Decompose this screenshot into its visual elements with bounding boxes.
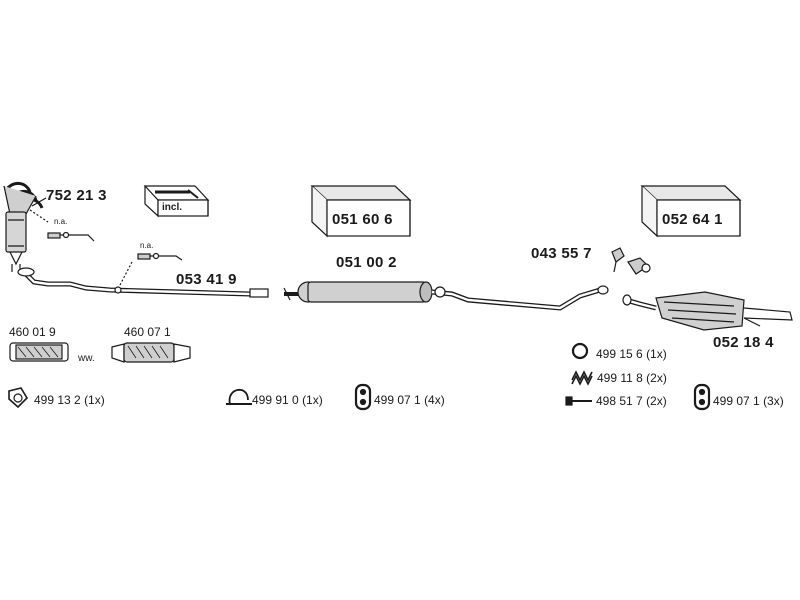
part-number-flex-pipe-1[interactable]: 460 01 9 <box>9 325 56 339</box>
oxygen-sensor-2[interactable] <box>119 252 183 286</box>
part-number-rear-silencer[interactable]: 052 18 4 <box>713 334 774 351</box>
accessory-code: 499 15 6 <box>596 347 643 361</box>
not-available-label-1: n.a. <box>54 217 68 226</box>
part-number-clamp-bolts[interactable]: 043 55 7 <box>531 245 592 262</box>
oxygen-sensor-1[interactable] <box>29 209 95 242</box>
clamp-icon <box>226 389 252 405</box>
accessory-qty: (1x) <box>302 393 323 407</box>
alternative-label: ww. <box>78 353 95 364</box>
accessory-qty: (2x) <box>646 371 667 385</box>
accessory-code: 498 51 7 <box>596 394 643 408</box>
manifold-catalyst-part[interactable] <box>3 182 44 272</box>
not-available-label-2: n.a. <box>140 241 154 250</box>
gasket-icon <box>8 387 29 409</box>
included-label: incl. <box>162 202 183 213</box>
flex-pipe-1-part[interactable] <box>9 342 69 362</box>
mounting-kit-box-center <box>310 185 412 238</box>
accessory-label-gasket[interactable]: 499 13 2 (1x) <box>34 394 105 406</box>
accessory-code: 499 11 8 <box>597 371 643 385</box>
accessory-code: 499 13 2 <box>34 393 81 407</box>
manifold-leader <box>31 197 47 207</box>
mounting-kit-box-rear <box>640 185 742 238</box>
accessory-qty: (2x) <box>646 394 667 408</box>
part-number-manifold-catalyst[interactable]: 752 21 3 <box>46 187 107 204</box>
included-kit-box <box>143 185 210 218</box>
rubber-mount-icon <box>354 383 372 411</box>
accessory-code: 499 91 0 <box>252 393 299 407</box>
accessory-qty: (1x) <box>646 347 667 361</box>
center-silencer-part[interactable] <box>283 281 609 311</box>
accessory-label-ring[interactable]: 499 15 6 (1x) <box>596 348 667 360</box>
part-number-mounting-kit-rear[interactable]: 052 64 1 <box>662 211 723 228</box>
accessory-qty: (4x) <box>424 393 445 407</box>
ring-icon <box>571 342 589 360</box>
accessory-qty: (3x) <box>763 394 784 408</box>
rubber-mount-icon <box>693 383 711 411</box>
flex-pipe-2-part[interactable] <box>111 342 191 363</box>
accessory-label-clamp[interactable]: 499 91 0 (1x) <box>252 394 323 406</box>
part-number-flex-pipe-2[interactable]: 460 07 1 <box>124 325 171 339</box>
accessory-label-rubber-mount-2[interactable]: 499 07 1 (3x) <box>713 395 784 407</box>
part-number-center-silencer[interactable]: 051 00 2 <box>336 254 397 271</box>
accessory-label-bolt[interactable]: 498 51 7 (2x) <box>596 395 667 407</box>
spring-icon <box>571 370 593 386</box>
accessory-qty: (1x) <box>84 393 105 407</box>
part-number-mounting-kit-center[interactable]: 051 60 6 <box>332 211 393 228</box>
accessory-code: 499 07 1 <box>713 394 760 408</box>
accessory-label-spring[interactable]: 499 11 8 (2x) <box>597 372 667 384</box>
accessory-code: 499 07 1 <box>374 393 421 407</box>
part-number-front-pipe[interactable]: 053 41 9 <box>176 271 237 288</box>
bolt-icon <box>565 396 592 406</box>
rear-silencer-part[interactable] <box>622 291 793 331</box>
accessory-label-rubber-mount-1[interactable]: 499 07 1 (4x) <box>374 394 445 406</box>
clamp-bolt-part[interactable] <box>611 247 651 275</box>
front-pipe-part[interactable] <box>17 267 269 298</box>
